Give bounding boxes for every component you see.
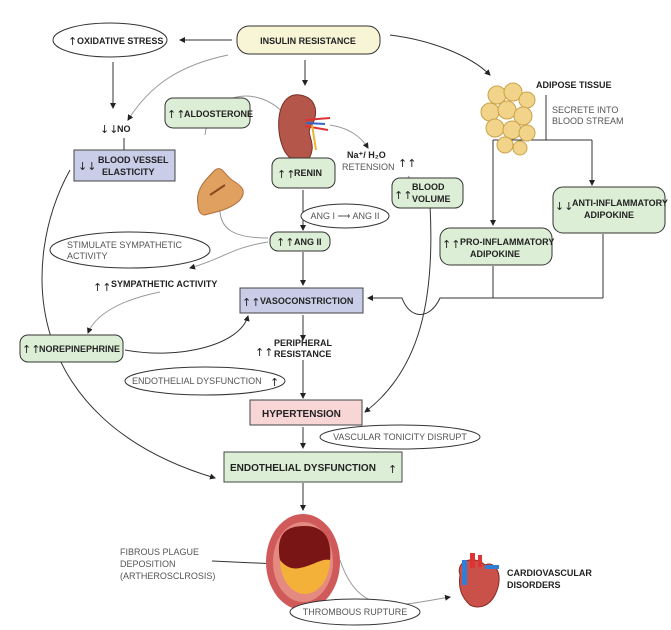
atherosclerosis-line: (ARTHEROSCLROSIS) bbox=[120, 571, 215, 581]
ang-ii-node: ↑↑ ANG II bbox=[269, 231, 331, 252]
blood-label: BLOOD bbox=[412, 182, 445, 192]
vascular-tonicity-oval: VASCULAR TONICITY DISRUPT bbox=[319, 424, 481, 450]
peripheral-label: PERIPHERAL bbox=[274, 338, 333, 348]
activity-label: ACTIVITY bbox=[67, 251, 108, 261]
retension-label: RETENSION bbox=[342, 162, 395, 172]
blood-vessel-label: BLOOD VESSEL bbox=[98, 155, 169, 165]
up-arrow-icon: ↑ bbox=[270, 376, 279, 389]
fibrous-plaque-label: FIBROUS PLAGUE DEPOSITION (ARTHEROSCLROS… bbox=[120, 547, 215, 581]
aldosterone-label: ALDOSTERONE bbox=[184, 109, 253, 119]
up-arrow-icon: ↑ bbox=[68, 35, 77, 48]
aldosterone-node: ↑↑ ALDOSTERONE bbox=[164, 97, 253, 129]
up-arrows-icon: ↑↑ bbox=[22, 343, 40, 356]
elasticity-label: ELASTICITY bbox=[102, 167, 155, 177]
vasoconstriction-label: VASOCONSTRICTION bbox=[260, 296, 353, 306]
vascular-tonicity-label: VASCULAR TONICITY DISRUPT bbox=[333, 432, 467, 442]
disorders-label: DISORDERS bbox=[507, 580, 561, 590]
resistance-label: RESISTANCE bbox=[274, 349, 331, 359]
ang-conversion-label: ANG I ⟶ ANG II bbox=[311, 211, 380, 221]
secrete-label: SECRETE INTO bbox=[552, 105, 618, 115]
down-arrows-icon: ↓↓ bbox=[100, 123, 118, 136]
anti-inflammatory-node: ↓↓ ANTI-INFLAMMATORY ADIPOKINE bbox=[552, 186, 668, 234]
sympathetic-activity-label: SYMPATHETIC ACTIVITY bbox=[111, 279, 217, 289]
adipose-tissue-label-group: ADIPOSE TISSUE SECRETE INTO BLOOD STREAM bbox=[536, 80, 624, 126]
adipose-tissue-icon bbox=[480, 82, 536, 156]
endothelial-oval-label: ENDOTHELIAL DYSFUNCTION bbox=[132, 376, 262, 386]
oxidative-stress-node: ↑ OXIDATIVE STRESS bbox=[52, 22, 168, 58]
up-arrows-icon: ↑↑ bbox=[277, 168, 295, 181]
down-arrows-icon: ↓↓ bbox=[78, 160, 96, 173]
up-arrows-icon: ↑↑ bbox=[398, 157, 416, 170]
volume-label: VOLUME bbox=[412, 194, 451, 204]
stimulate-label: STIMULATE SYMPATHETIC bbox=[67, 240, 183, 250]
up-arrows-icon: ↑↑ bbox=[442, 238, 460, 251]
vasoconstriction-node: ↑↑ VASOCONSTRICTION bbox=[239, 287, 364, 314]
no-node: ↓↓ NO bbox=[100, 123, 131, 136]
norepinephrine-node: ↑↑ NOREPINEPHRINE bbox=[19, 334, 124, 363]
hypertension-node: HYPERTENSION bbox=[249, 399, 363, 426]
adrenal-gland-icon bbox=[196, 168, 244, 216]
up-arrows-icon: ↑↑ bbox=[255, 346, 273, 359]
up-arrows-icon: ↑↑ bbox=[93, 281, 111, 294]
thrombous-rupture-label: THROMBOUS RUPTURE bbox=[303, 607, 408, 617]
anti-inflammatory-label: ANTI-INFLAMMATORY bbox=[572, 198, 668, 208]
insulin-resistance-node: INSULIN RESISTANCE bbox=[236, 25, 381, 55]
adipose-tissue-label: ADIPOSE TISSUE bbox=[536, 80, 612, 90]
blood-volume-node: ↑↑ BLOOD VOLUME bbox=[391, 177, 464, 209]
cardiovascular-disorders: CARDIOVASCULAR DISORDERS bbox=[507, 568, 592, 590]
up-arrows-icon: ↑↑ bbox=[167, 108, 185, 121]
ang-ii-label: ANG II bbox=[294, 237, 322, 247]
up-arrow-icon: ↑ bbox=[388, 463, 397, 476]
insulin-resistance-label: INSULIN RESISTANCE bbox=[260, 36, 356, 46]
blood-stream-label: BLOOD STREAM bbox=[552, 116, 624, 126]
stimulate-sympathetic-oval: STIMULATE SYMPATHETIC ACTIVITY bbox=[49, 231, 211, 269]
pro-inflammatory-label: PRO-INFLAMMATORY bbox=[460, 237, 554, 247]
endothelial-dysfunction-oval: ENDOTHELIAL DYSFUNCTION ↑ bbox=[124, 366, 286, 396]
pro-inflammatory-node: ↑↑ PRO-INFLAMMATORY ADIPOKINE bbox=[439, 227, 554, 266]
up-arrows-icon: ↑↑ bbox=[242, 296, 260, 309]
norepinephrine-label: NOREPINEPHRINE bbox=[39, 344, 120, 354]
thrombous-rupture-oval: THROMBOUS RUPTURE bbox=[289, 598, 421, 626]
endothelial-dysfunction-label: ENDOTHELIAL DYSFUNCTION bbox=[230, 463, 376, 474]
deposition-line: DEPOSITION bbox=[120, 559, 176, 569]
no-label: NO bbox=[117, 124, 131, 134]
oxidative-stress-label: OXIDATIVE STRESS bbox=[77, 36, 163, 46]
sympathetic-activity: ↑↑ SYMPATHETIC ACTIVITY bbox=[93, 279, 217, 294]
hypertension-label: HYPERTENSION bbox=[262, 409, 341, 420]
artery-plaque-icon bbox=[266, 514, 340, 610]
up-arrows-icon: ↑↑ bbox=[276, 236, 294, 249]
renin-label: RENIN bbox=[294, 168, 322, 178]
adipokine-label: ADIPOKINE bbox=[584, 210, 634, 220]
na-h2o-retension: Na⁺/ H₂O RETENSION ↑↑ bbox=[342, 150, 416, 172]
fibrous-plaque-line: FIBROUS PLAGUE bbox=[120, 547, 199, 557]
renin-node: ↑↑ RENIN bbox=[271, 157, 336, 189]
cardiovascular-label: CARDIOVASCULAR bbox=[507, 568, 592, 578]
down-arrows-icon: ↓↓ bbox=[555, 200, 573, 213]
peripheral-resistance: ↑↑ PERIPHERAL RESISTANCE bbox=[255, 338, 333, 359]
blood-vessel-elasticity-node: ↓↓ BLOOD VESSEL ELASTICITY bbox=[73, 149, 176, 182]
endothelial-dysfunction-node: ENDOTHELIAL DYSFUNCTION ↑ bbox=[223, 451, 403, 483]
adipokine-label: ADIPOKINE bbox=[470, 249, 520, 259]
kidney-icon bbox=[278, 94, 331, 163]
ang-conversion-oval: ANG I ⟶ ANG II bbox=[300, 203, 390, 229]
up-arrows-icon: ↑↑ bbox=[394, 189, 412, 202]
heart-icon bbox=[458, 553, 500, 608]
na-h2o-label: Na⁺/ H₂O bbox=[347, 150, 386, 160]
